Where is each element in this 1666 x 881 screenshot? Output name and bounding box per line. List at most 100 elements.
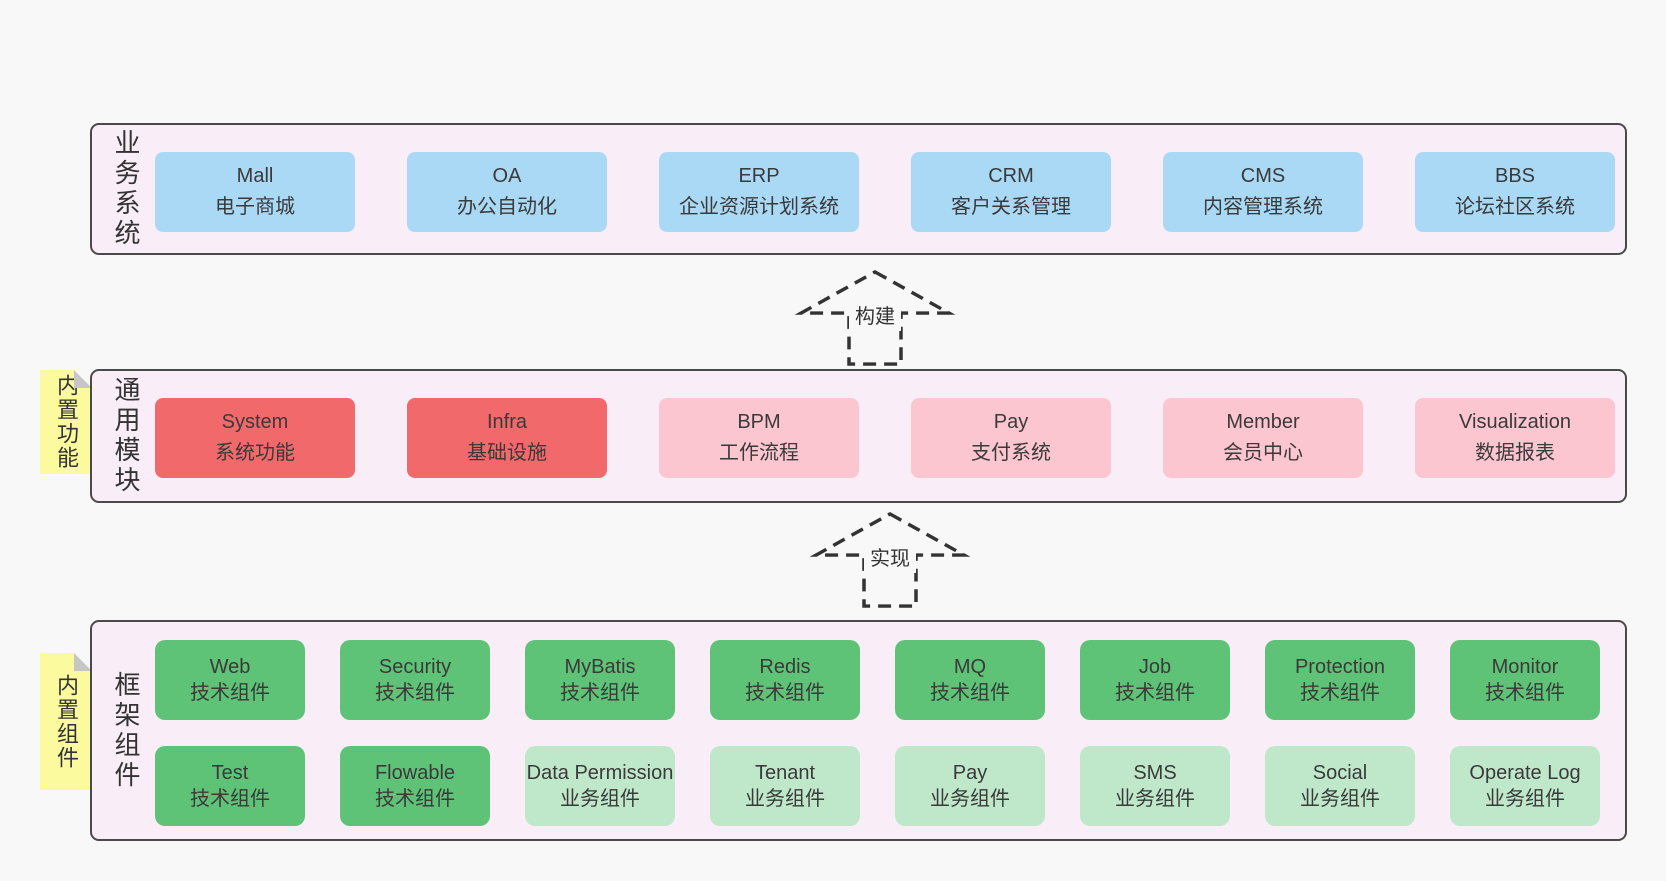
box-subtitle: 技术组件 — [1485, 682, 1565, 704]
box-bbs: BBS 论坛社区系统 — [1415, 152, 1615, 232]
box-subtitle: 系统功能 — [215, 442, 295, 464]
implement-arrow: 实现 — [810, 510, 970, 608]
box-title: BBS — [1494, 165, 1536, 187]
box-title: Infra — [486, 411, 528, 433]
box-mall: Mall 电子商城 — [155, 152, 355, 232]
box-title: Pay — [952, 762, 988, 784]
framework-components-panel: 框架组件 Web 技术组件 Security 技术组件 MyBatis 技术组件… — [90, 620, 1627, 841]
box-subtitle: 技术组件 — [745, 682, 825, 704]
box-title: Job — [1138, 656, 1172, 678]
box-cms: CMS 内容管理系统 — [1163, 152, 1363, 232]
box-subtitle: 技术组件 — [375, 682, 455, 704]
note-fold-corner-icon — [74, 370, 92, 388]
box-title: Member — [1226, 411, 1300, 433]
built-in-components-note-label: 内置组件 — [54, 673, 79, 770]
box-mybatis: MyBatis 技术组件 — [525, 640, 675, 720]
business-systems-panel: 业务系统 Mall 电子商城 OA 办公自动化 ERP 企业资源计划系统 CRM… — [90, 123, 1627, 255]
box-title: OA — [492, 165, 522, 187]
box-title: Web — [209, 656, 251, 678]
box-title: MyBatis — [564, 656, 636, 678]
box-system: System 系统功能 — [155, 398, 355, 478]
box-subtitle: 业务组件 — [745, 788, 825, 810]
box-monitor: Monitor 技术组件 — [1450, 640, 1600, 720]
arrow-up-icon — [795, 269, 955, 366]
box-bpm: BPM 工作流程 — [659, 398, 859, 478]
build-arrow-label: 构建 — [849, 298, 901, 331]
box-pay-system: Pay 支付系统 — [911, 398, 1111, 478]
built-in-components-note: 内置组件 — [40, 653, 92, 790]
box-subtitle: 客户关系管理 — [951, 196, 1071, 218]
box-title: Social — [1312, 762, 1368, 784]
box-subtitle: 技术组件 — [1115, 682, 1195, 704]
box-subtitle: 技术组件 — [930, 682, 1010, 704]
box-subtitle: 电子商城 — [215, 196, 295, 218]
box-data-permission: Data Permission 业务组件 — [525, 746, 675, 826]
box-operate-log: Operate Log 业务组件 — [1450, 746, 1600, 826]
box-subtitle: 支付系统 — [971, 442, 1051, 464]
common-modules-label: 通用模块 — [111, 376, 141, 496]
box-flowable: Flowable 技术组件 — [340, 746, 490, 826]
box-title: Data Permission — [526, 762, 674, 784]
box-subtitle: 基础设施 — [467, 442, 547, 464]
box-member: Member 会员中心 — [1163, 398, 1363, 478]
box-title: Visualization — [1459, 411, 1571, 433]
box-mq: MQ 技术组件 — [895, 640, 1045, 720]
box-title: CRM — [988, 165, 1034, 187]
box-subtitle: 技术组件 — [190, 788, 270, 810]
box-pay-component: Pay 业务组件 — [895, 746, 1045, 826]
box-title: BPM — [737, 411, 781, 433]
box-subtitle: 技术组件 — [1300, 682, 1380, 704]
box-subtitle: 业务组件 — [1485, 788, 1565, 810]
box-web: Web 技术组件 — [155, 640, 305, 720]
box-title: CMS — [1240, 165, 1286, 187]
note-fold-corner-icon — [74, 653, 92, 671]
box-title: SMS — [1133, 762, 1177, 784]
build-arrow: 构建 — [795, 268, 955, 366]
box-oa: OA 办公自动化 — [407, 152, 607, 232]
box-title: ERP — [738, 165, 780, 187]
box-security: Security 技术组件 — [340, 640, 490, 720]
box-title: Security — [378, 656, 452, 678]
business-systems-label: 业务系统 — [111, 129, 141, 249]
box-infra: Infra 基础设施 — [407, 398, 607, 478]
box-visualization: Visualization 数据报表 — [1415, 398, 1615, 478]
box-erp: ERP 企业资源计划系统 — [659, 152, 859, 232]
built-in-features-note: 内置功能 — [40, 370, 92, 474]
box-subtitle: 技术组件 — [375, 788, 455, 810]
box-subtitle: 业务组件 — [560, 788, 640, 810]
box-title: MQ — [953, 656, 987, 678]
framework-components-label: 框架组件 — [111, 670, 141, 791]
box-subtitle: 技术组件 — [190, 682, 270, 704]
box-title: System — [221, 411, 289, 433]
box-social: Social 业务组件 — [1265, 746, 1415, 826]
box-subtitle: 业务组件 — [1115, 788, 1195, 810]
arrow-up-icon — [810, 511, 970, 608]
box-subtitle: 技术组件 — [560, 682, 640, 704]
box-title: Pay — [993, 411, 1029, 433]
box-title: Monitor — [1491, 656, 1559, 678]
box-title: Redis — [759, 656, 811, 678]
box-test: Test 技术组件 — [155, 746, 305, 826]
box-job: Job 技术组件 — [1080, 640, 1230, 720]
box-subtitle: 数据报表 — [1475, 442, 1555, 464]
box-subtitle: 企业资源计划系统 — [679, 196, 839, 218]
box-subtitle: 工作流程 — [719, 442, 799, 464]
box-tenant: Tenant 业务组件 — [710, 746, 860, 826]
box-subtitle: 业务组件 — [930, 788, 1010, 810]
box-redis: Redis 技术组件 — [710, 640, 860, 720]
built-in-features-note-label: 内置功能 — [54, 374, 79, 470]
box-title: Flowable — [374, 762, 456, 784]
box-title: Protection — [1294, 656, 1386, 678]
box-title: Operate Log — [1469, 762, 1581, 784]
implement-arrow-label: 实现 — [864, 540, 916, 573]
box-subtitle: 论坛社区系统 — [1455, 196, 1575, 218]
box-title: Test — [211, 762, 249, 784]
box-subtitle: 业务组件 — [1300, 788, 1380, 810]
box-subtitle: 会员中心 — [1223, 442, 1303, 464]
common-modules-panel: 通用模块 System 系统功能 Infra 基础设施 BPM 工作流程 Pay… — [90, 369, 1627, 503]
box-sms: SMS 业务组件 — [1080, 746, 1230, 826]
box-title: Mall — [236, 165, 274, 187]
box-subtitle: 办公自动化 — [457, 196, 557, 218]
box-protection: Protection 技术组件 — [1265, 640, 1415, 720]
